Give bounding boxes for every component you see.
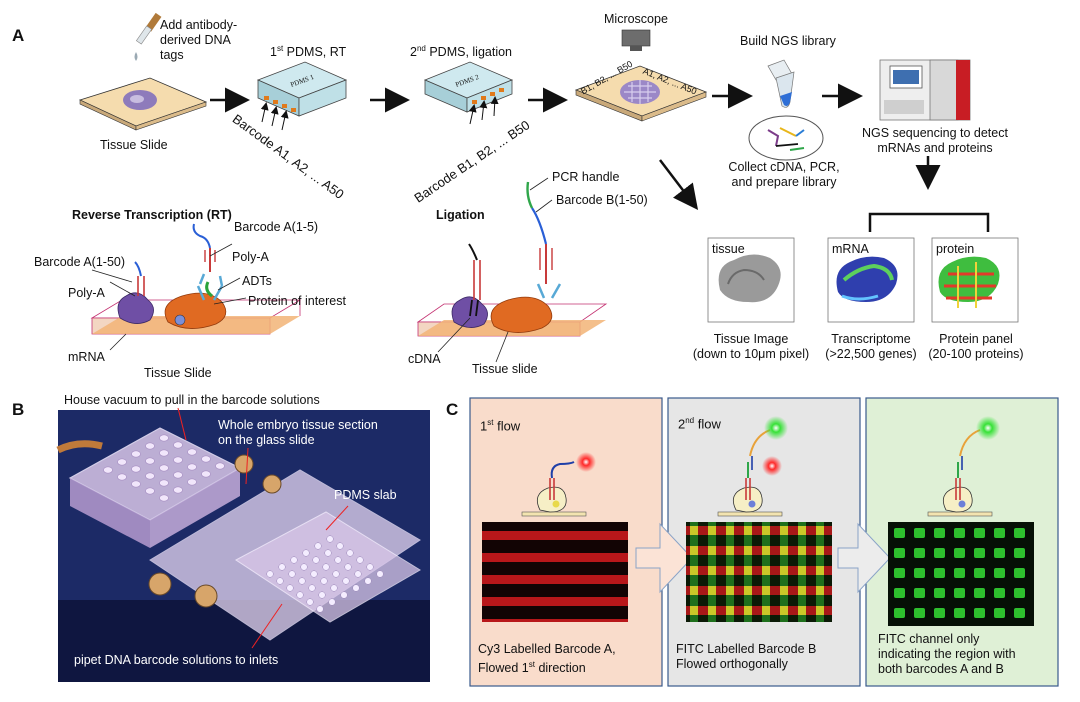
lig-pcr-handle: PCR handle xyxy=(552,170,620,184)
vacuum-chip-wells xyxy=(103,434,225,502)
library-magnified-circle xyxy=(748,115,824,161)
device-photo xyxy=(56,407,430,682)
flow1-title: 1st flow xyxy=(480,418,521,434)
pipet-label: pipet DNA barcode solutions to inlets xyxy=(74,653,279,667)
barcoded-tissue-slide xyxy=(574,65,708,122)
tissue-slide-label: Tissue Slide xyxy=(100,138,168,152)
cap-mrna: Transcriptome (>22,500 genes) xyxy=(825,332,917,361)
dropper-icon xyxy=(134,12,162,61)
img-mrna-tag: mRNA xyxy=(832,242,869,256)
ligation-title: Ligation xyxy=(436,208,485,222)
rt-title: Reverse Transcription (RT) xyxy=(72,208,232,222)
tissue-slide-1 xyxy=(78,77,208,131)
panel-label-b: B xyxy=(12,400,25,419)
ligation-schematic xyxy=(416,177,608,363)
pdms-slab-label: PDMS slab xyxy=(334,488,397,502)
lig-barcode-b: Barcode B(1-50) xyxy=(556,193,648,207)
add-tags-label: Add antibody- derived DNA tags xyxy=(160,18,238,62)
tissue-image-box xyxy=(707,237,795,323)
flow-arrow-2 xyxy=(837,522,891,594)
pdms-chip-2 xyxy=(423,61,514,125)
rt-schematic xyxy=(90,223,302,351)
flow2-title: 2nd flow xyxy=(678,416,721,432)
build-ngs-label: Build NGS library xyxy=(740,34,836,48)
lig-slide: Tissue slide xyxy=(472,362,538,376)
collect-label: Collect cDNA, PCR, and prepare library xyxy=(728,160,840,189)
microscope-label: Microscope xyxy=(604,12,668,26)
lig-cdna: cDNA xyxy=(408,352,441,366)
flow-arrow-1 xyxy=(635,522,693,594)
ngs-seq-label: NGS sequencing to detect mRNAs and prote… xyxy=(862,126,1008,155)
pdms-slab-inlets xyxy=(266,535,384,613)
sequencer-icon xyxy=(879,59,971,121)
pdms2-title: 2nd PDMS, ligation xyxy=(410,44,513,60)
img-tissue-tag: tissue xyxy=(712,242,745,256)
flow1-schematic xyxy=(482,452,628,622)
flow1-caption: Cy3 Labelled Barcode A, Flowed 1st direc… xyxy=(478,642,616,676)
ngs-tube-icon xyxy=(767,59,795,108)
panel-label-a: A xyxy=(12,26,25,45)
flow3-schematic xyxy=(888,416,1034,626)
cap-protein: Protein panel (20-100 proteins) xyxy=(928,332,1024,361)
protein-image-box xyxy=(931,237,1019,323)
pdms1-title: 1st PDMS, RT xyxy=(270,44,347,60)
rt-slide: Tissue Slide xyxy=(144,366,212,380)
cap-tissue: Tissue Image (down to 10μm pixel) xyxy=(692,332,810,361)
img-protein-tag: protein xyxy=(936,242,975,256)
rt-protein: Protein of interest xyxy=(248,294,346,308)
flow2-caption: FITC Labelled Barcode B Flowed orthogona… xyxy=(676,642,817,671)
flow3-caption: FITC channel only indicating the region … xyxy=(878,632,1016,676)
rt-adts: ADTs xyxy=(242,274,272,288)
rt-mrna: mRNA xyxy=(68,350,105,364)
flow2-schematic xyxy=(686,416,832,622)
rt-polya-right: Poly-A xyxy=(232,250,269,264)
pdms-chip-1 xyxy=(256,61,348,131)
rt-polya-left: Poly-A xyxy=(68,286,105,300)
embryo-label: Whole embryo tissue section on the glass… xyxy=(218,418,378,447)
rt-barcode-a150: Barcode A(1-50) xyxy=(34,255,126,269)
panel-label-c: C xyxy=(446,400,459,419)
microscope-icon xyxy=(621,29,651,51)
rt-barcode-a15: Barcode A(1-5) xyxy=(234,220,319,234)
vacuum-label: House vacuum to pull in the barcode solu… xyxy=(64,393,320,407)
mrna-image-box xyxy=(827,237,915,323)
